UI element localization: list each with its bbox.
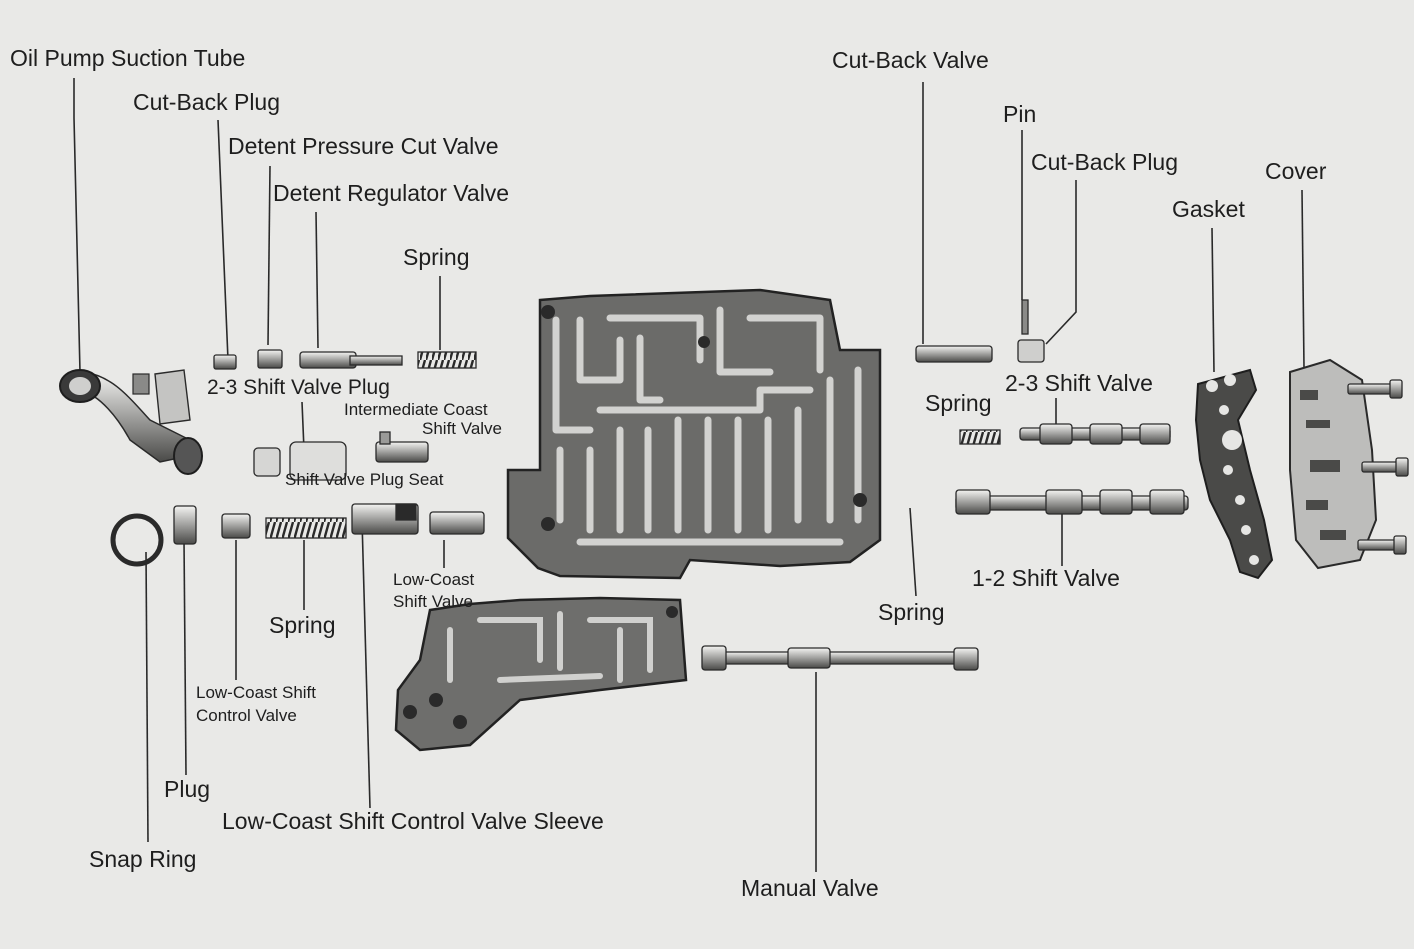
manual-valve-part xyxy=(702,646,978,670)
label-2-3-shift-valve: 2-3 Shift Valve xyxy=(1005,370,1153,396)
suction-tube-part xyxy=(60,370,202,474)
label-cut-back-plug-left: Cut-Back Plug xyxy=(133,89,280,115)
label-low-coast-sleeve: Low-Coast Shift Control Valve Sleeve xyxy=(222,808,604,834)
label-detent-regulator-valve: Detent Regulator Valve xyxy=(273,180,509,206)
label-intermediate-coast-line1: Intermediate Coast xyxy=(344,400,488,420)
label-spring-mid: Spring xyxy=(269,612,335,638)
label-low-coast-control-line2: Control Valve xyxy=(196,706,297,726)
label-detent-pressure-cut-valve: Detent Pressure Cut Valve xyxy=(228,133,499,159)
label-low-coast-line2: Shift Valve xyxy=(393,592,473,612)
cover-part xyxy=(1290,360,1408,568)
label-2-3-shift-valve-plug: 2-3 Shift Valve Plug xyxy=(207,376,390,400)
label-cut-back-plug-right: Cut-Back Plug xyxy=(1031,149,1178,175)
label-spring-right: Spring xyxy=(925,390,991,416)
main-valve-body-part xyxy=(508,290,880,578)
upper-left-valve-parts xyxy=(214,350,476,369)
label-gasket: Gasket xyxy=(1172,196,1245,222)
lower-valve-body-part xyxy=(396,598,686,750)
label-manual-valve: Manual Valve xyxy=(741,875,879,901)
label-intermediate-coast-line2: Shift Valve xyxy=(422,419,502,439)
label-plug: Plug xyxy=(164,776,210,802)
label-snap-ring: Snap Ring xyxy=(89,846,196,872)
label-spring-bottom: Spring xyxy=(878,599,944,625)
label-oil-pump-suction-tube: Oil Pump Suction Tube xyxy=(10,45,245,71)
label-spring-top: Spring xyxy=(403,244,469,270)
lower-left-valve-parts xyxy=(113,504,484,564)
label-shift-valve-plug-seat: Shift Valve Plug Seat xyxy=(285,470,443,490)
label-cut-back-valve: Cut-Back Valve xyxy=(832,47,989,73)
gasket-part xyxy=(1196,370,1272,578)
label-1-2-shift-valve: 1-2 Shift Valve xyxy=(972,565,1120,591)
label-low-coast-line1: Low-Coast xyxy=(393,570,474,590)
label-low-coast-control-line1: Low-Coast Shift xyxy=(196,683,316,703)
label-pin: Pin xyxy=(1003,101,1036,127)
label-cover: Cover xyxy=(1265,158,1326,184)
